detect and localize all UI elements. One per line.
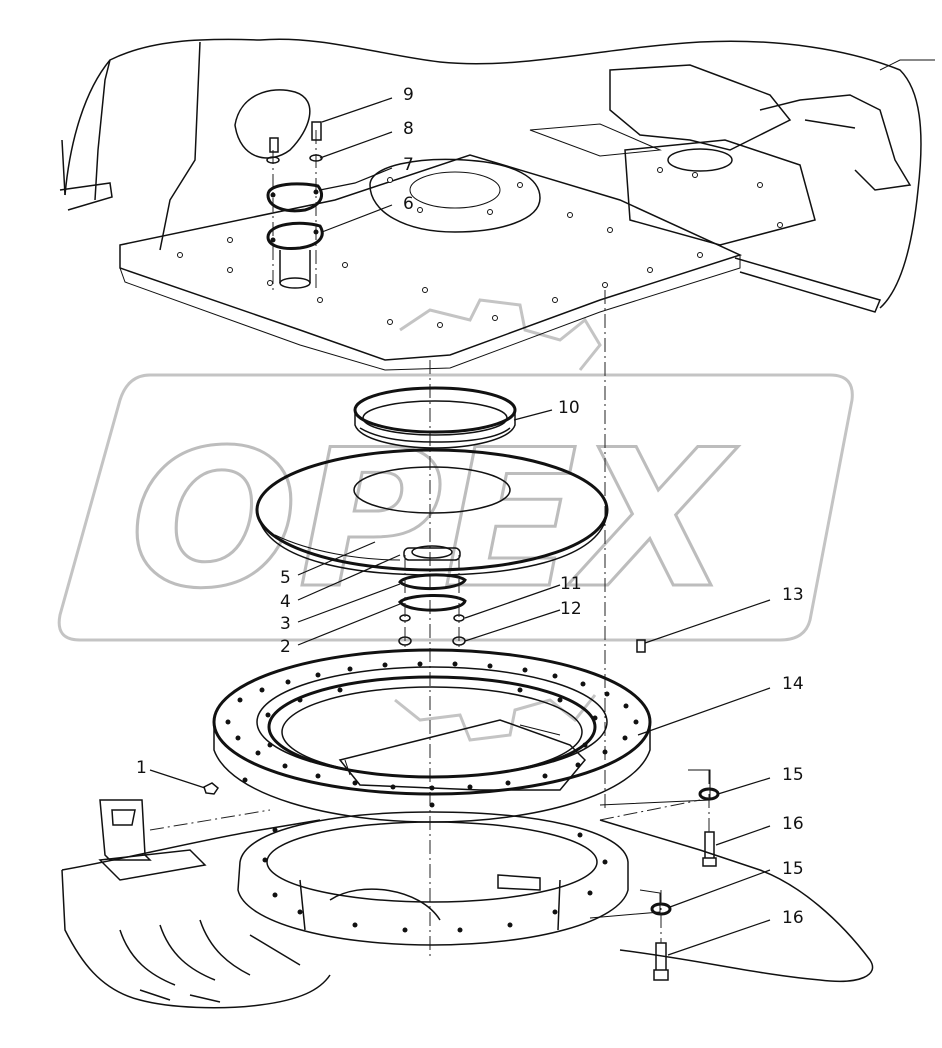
upper-frame-flange: [369, 158, 541, 233]
callout-13: 13: [782, 585, 804, 605]
upper-frame-plate: [119, 154, 743, 361]
plug-13: [636, 639, 646, 653]
gasket-3: [398, 573, 467, 591]
callout-labels: 9 8 7 6 10 5 4 3 2 11 12 13 14 1 15 16 1…: [136, 85, 804, 928]
callout-8: 8: [403, 119, 414, 139]
upper-frame-rear-step: [529, 59, 935, 157]
lower-frame-bracket: [99, 799, 152, 861]
swivel-joint-assembly: [266, 121, 324, 290]
lower-frame-outline: [61, 819, 874, 982]
lower-frame-pad: [497, 874, 541, 891]
callout-4: 4: [280, 592, 291, 612]
upper-frame-plate-holes: [177, 167, 783, 328]
upper-frame-outline: [64, 38, 922, 309]
bolt-16b: [653, 942, 669, 981]
lower-frame: [61, 799, 874, 1009]
callout-3: 3: [280, 614, 291, 634]
lower-frame-housing-wall: [299, 879, 561, 931]
lower-frame-left-body: [61, 869, 331, 1009]
part-4-plate: [403, 547, 461, 561]
lower-frame-edge-cl: [149, 799, 701, 831]
slewing-ring-holes: [225, 661, 639, 808]
callout-6: 6: [403, 194, 414, 214]
washer-8b: [266, 156, 280, 164]
bolt-9: [269, 121, 322, 153]
pipe-stub-end: [279, 277, 311, 289]
washer-8: [309, 154, 323, 162]
grease-nipple-1: [203, 782, 219, 795]
callout-1: 1: [136, 758, 147, 778]
small-seal-parts: [397, 545, 467, 650]
callout-5: 5: [280, 568, 291, 588]
callout-16-upper: 16: [782, 814, 804, 834]
watermark-gear: [394, 298, 602, 742]
callout-14: 14: [782, 674, 804, 694]
upper-frame-bore-right: [667, 148, 733, 172]
bolt-set-upper: [599, 769, 720, 867]
callout-11: 11: [560, 574, 582, 594]
cover-flange-7: [266, 182, 323, 213]
lower-frame-slot: [98, 849, 207, 881]
callout-2: 2: [280, 637, 291, 657]
watermark-frame: [57, 373, 854, 642]
lower-frame-housing-bore: [266, 821, 598, 903]
seal-ring-10: [353, 386, 517, 449]
upper-frame-bore-left: [234, 89, 311, 159]
bolt-set-lower: [589, 889, 672, 981]
upper-frame-flange-bore: [409, 171, 501, 209]
lower-frame-ribs: [119, 919, 301, 1003]
upper-frame-plate-edge: [119, 255, 741, 371]
gasket-2: [397, 593, 467, 612]
upper-frame-rear-block: [609, 64, 816, 246]
upper-frame-side-rail: [59, 182, 882, 313]
callout-15-upper: 15: [782, 765, 804, 785]
seal-4-bore: [411, 545, 453, 559]
callout-10: 10: [558, 398, 580, 418]
upper-frame-right-bracket: [759, 94, 912, 191]
bolt-16a: [702, 831, 717, 867]
gasket-6: [266, 221, 324, 250]
pipe-stub: [279, 250, 311, 283]
callout-9: 9: [403, 85, 414, 105]
callout-15-lower: 15: [782, 859, 804, 879]
slewing-ring-14: [212, 648, 652, 823]
callout-7: 7: [403, 155, 414, 175]
lower-frame-housing: [237, 811, 629, 946]
callout-16-lower: 16: [782, 908, 804, 928]
lower-frame-holes: [262, 827, 608, 933]
upper-frame-left-wall: [61, 41, 201, 251]
callout-12: 12: [560, 599, 582, 619]
upper-frame: [59, 38, 935, 371]
leader-lines: [149, 97, 771, 956]
